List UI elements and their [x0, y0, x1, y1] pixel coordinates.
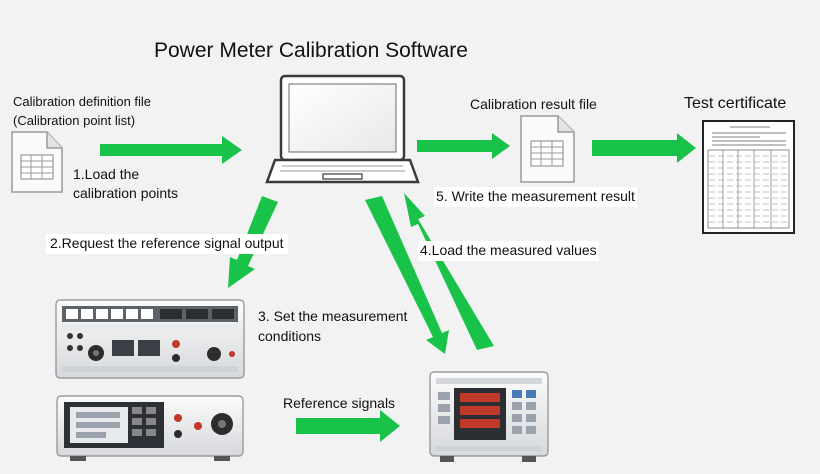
arrow-load-calibration-points: [100, 136, 242, 164]
step1-label-line1: 1.Load the: [73, 166, 140, 182]
certificate-document-icon: [702, 120, 795, 234]
definition-file-label-line1: Calibration definition file: [13, 94, 152, 109]
arrow-set-measurement-conditions: [365, 196, 449, 354]
arrow-reference-signals: [296, 410, 400, 442]
definition-file-label-line2: (Calibration point list): [13, 113, 136, 128]
result-spreadsheet-file-icon: [520, 115, 575, 183]
reference-standard-device: [56, 395, 244, 461]
step3-label-line1: 3. Set the measurement: [258, 308, 408, 324]
diagram-title: Power Meter Calibration Software: [154, 39, 468, 62]
arrow-to-result-file: [417, 133, 510, 159]
laptop-icon: [265, 74, 420, 184]
step2-label: 2.Request the reference signal output: [46, 234, 288, 254]
arrow-load-measured-values: [404, 193, 494, 350]
power-meter-device: [429, 371, 549, 462]
step4-label: 4.Load the measured values: [418, 241, 599, 261]
test-certificate-label: Test certificate: [684, 95, 787, 112]
definition-spreadsheet-file-icon: [11, 131, 63, 193]
arrow-to-test-certificate: [592, 133, 696, 163]
reference-signals-label: Reference signals: [283, 395, 396, 411]
step3-label-line2: conditions: [258, 328, 322, 344]
step1-label-line2: calibration points: [73, 185, 179, 201]
result-file-label: Calibration result file: [470, 96, 597, 112]
power-calibrator-device: [55, 299, 245, 379]
step5-label: 5. Write the measurement result: [434, 187, 637, 207]
